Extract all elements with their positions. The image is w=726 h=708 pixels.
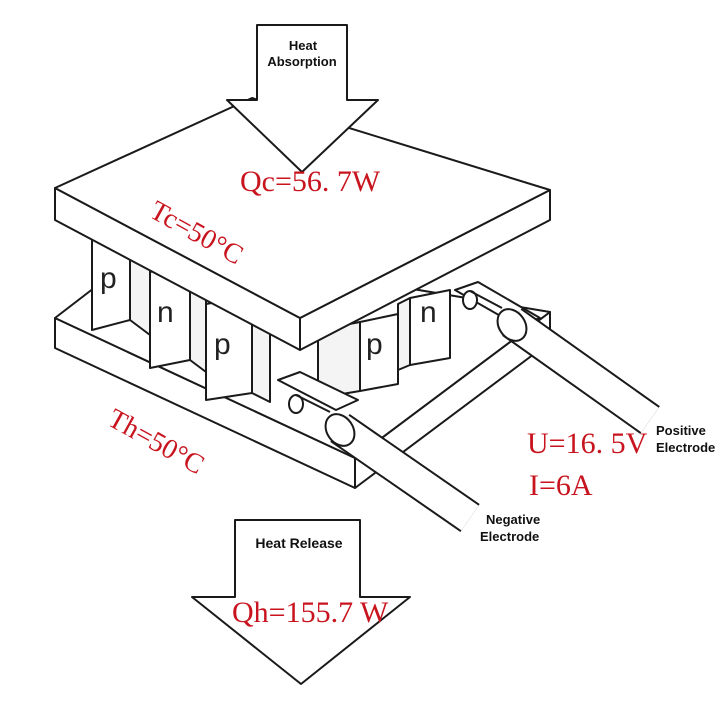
leg-label-1: p xyxy=(100,262,117,295)
leg-label-3: p xyxy=(214,328,231,361)
heat-absorption-label-line2: Absorption xyxy=(267,54,336,69)
leg-p-3 xyxy=(317,313,399,399)
heat-release-label: Heat Release xyxy=(255,535,342,551)
heat-release-arrow xyxy=(191,519,411,685)
leg-label-5: n xyxy=(420,296,437,329)
negative-electrode-label-line2: Electrode xyxy=(480,529,539,544)
qc-value: Qc=56. 7W xyxy=(240,165,381,198)
positive-wire xyxy=(462,290,660,434)
negative-wire xyxy=(288,394,480,532)
leg-label-4: p xyxy=(366,328,383,361)
voltage-value: U=16. 5V xyxy=(527,427,648,460)
positive-electrode-label-line2: Electrode xyxy=(656,440,715,455)
negative-electrode-label-line1: Negative xyxy=(486,512,540,527)
top-plate xyxy=(54,97,551,351)
heat-absorption-arrow xyxy=(226,24,379,173)
qh-value: Qh=155.7 W xyxy=(232,596,389,629)
leg-n-2 xyxy=(397,289,451,371)
leg-label-2: n xyxy=(157,296,174,329)
heat-absorption-label-line1: Heat xyxy=(289,38,318,53)
th-value: Th=50°C xyxy=(103,403,210,481)
current-value: I=6A xyxy=(529,469,593,502)
positive-electrode-label-line1: Positive xyxy=(656,423,706,438)
thermoelectric-legs xyxy=(91,227,451,403)
